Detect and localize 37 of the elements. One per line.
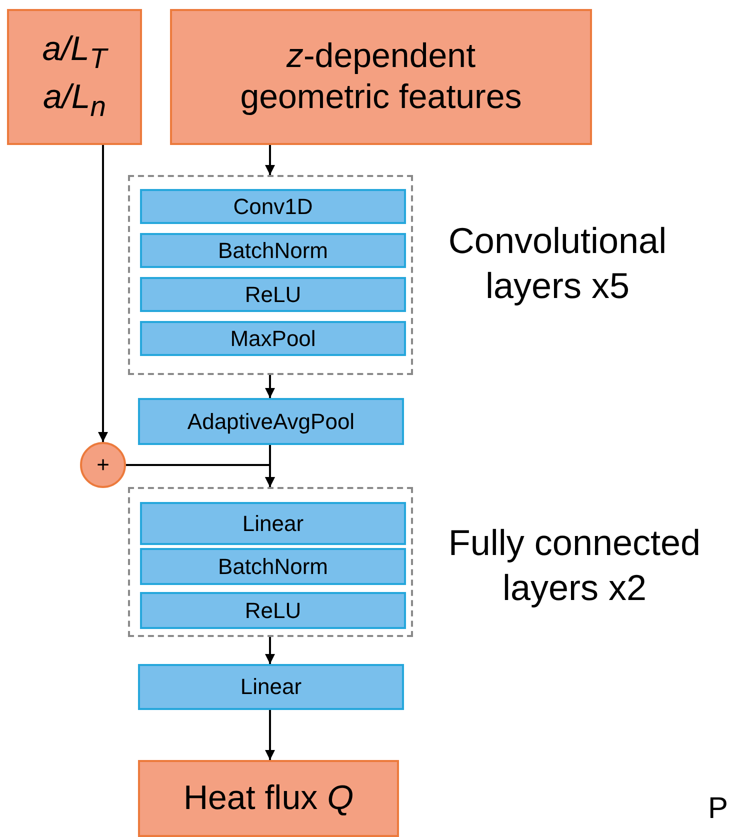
node-text: z-dependent geometric features (239, 36, 523, 118)
layer-box (140, 321, 406, 356)
node-text: AdaptiveAvgPool (187, 408, 355, 434)
node-text: a/L$_{T}$ a/L$_{n}$ (42, 29, 107, 125)
layer-box (140, 277, 406, 312)
group-caption: Fully connected layers x2 (447, 521, 702, 610)
dashed-group-frame (128, 487, 413, 637)
arrow (265, 710, 275, 760)
node-text: + (96, 452, 110, 478)
layer-box (140, 548, 406, 585)
input-box (7, 9, 142, 145)
node-text: ReLU (244, 282, 302, 308)
arrow (265, 375, 275, 398)
arrow (126, 464, 275, 487)
node-text: ReLU (244, 598, 302, 624)
arrow (265, 637, 275, 664)
layer-box (140, 502, 406, 545)
cut-off-text: P (708, 791, 728, 827)
node-text: Heat flux Q (183, 778, 354, 819)
arrow (265, 145, 275, 175)
layer-box (140, 233, 406, 268)
group-caption: Convolutional layers x5 (447, 219, 668, 308)
input-box (138, 760, 399, 837)
arrow (98, 145, 108, 442)
layer-box (140, 592, 406, 629)
layer-box (140, 189, 406, 224)
input-box (170, 9, 592, 145)
node-text: Linear (242, 510, 304, 536)
node-text: Linear (240, 674, 302, 700)
layer-box (138, 398, 404, 445)
dashed-group-frame (128, 175, 413, 375)
layer-box (138, 664, 404, 710)
node-text: BatchNorm (218, 554, 328, 580)
node-text: BatchNorm (218, 238, 328, 264)
node-text: MaxPool (230, 326, 316, 352)
node-text: Conv1D (233, 194, 313, 220)
sum-circle (80, 442, 126, 488)
